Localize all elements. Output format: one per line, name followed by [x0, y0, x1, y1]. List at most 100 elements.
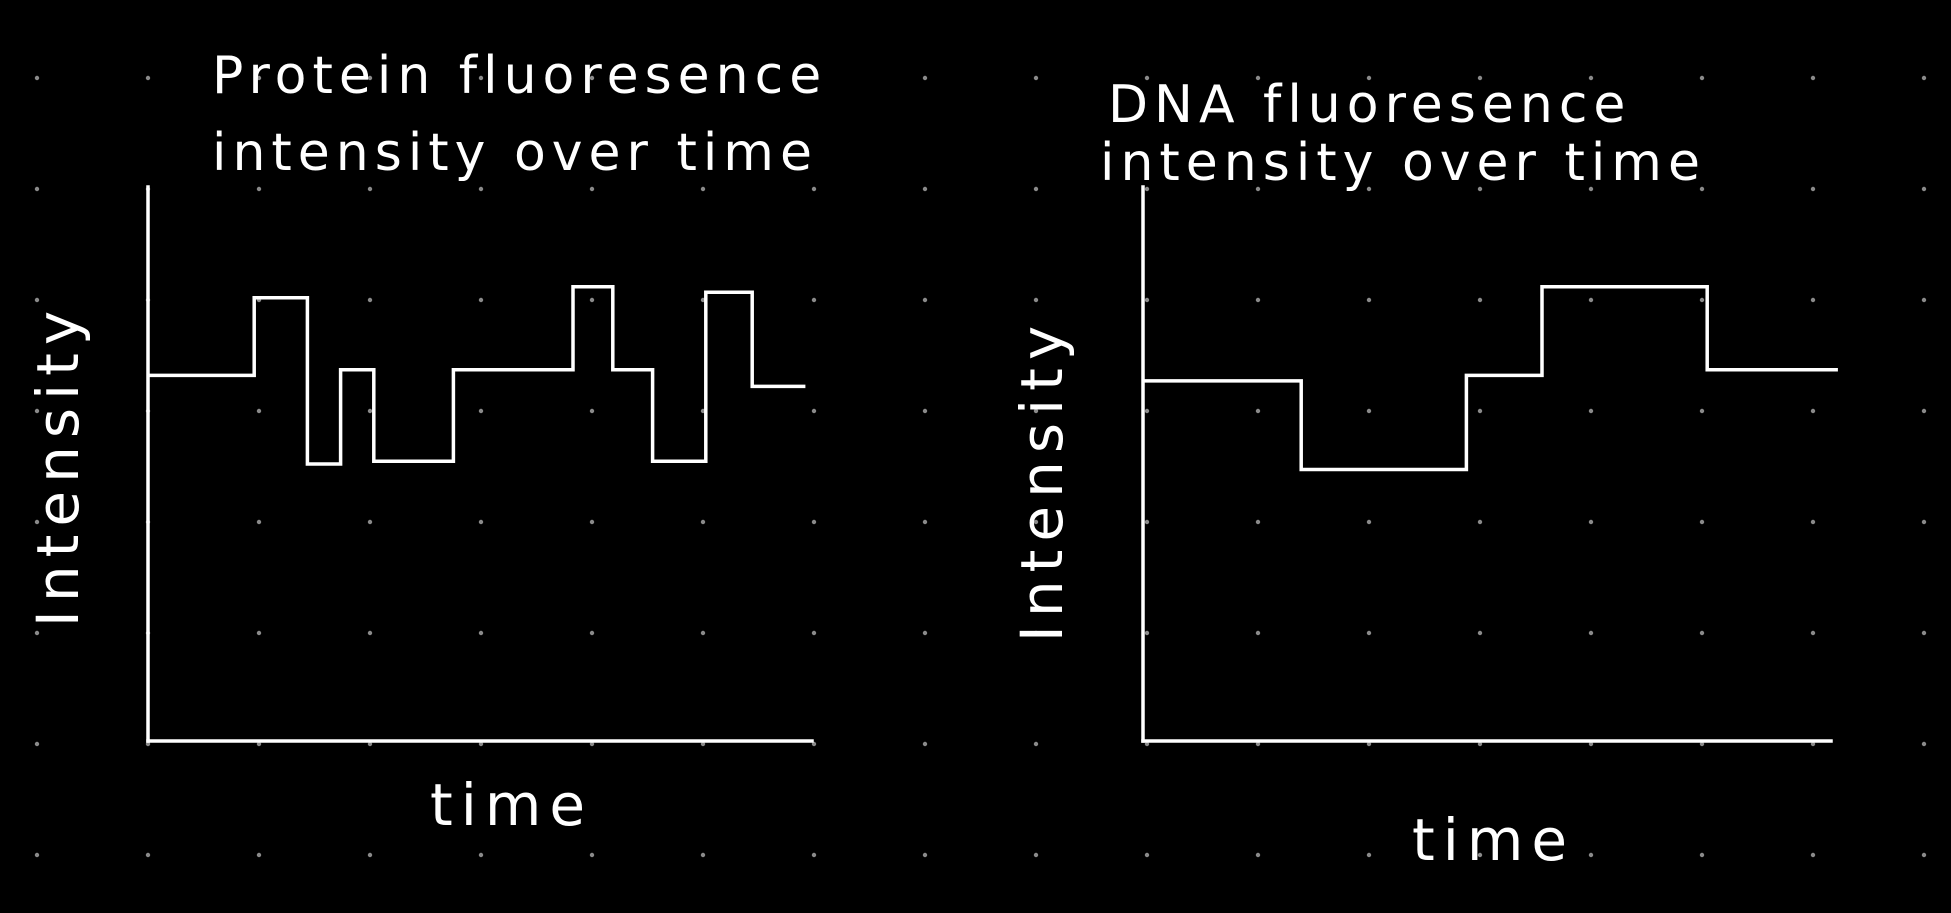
grid-dot — [1144, 630, 1150, 636]
grid-dot — [1255, 852, 1261, 858]
grid-dot — [1921, 852, 1927, 858]
grid-dot — [1921, 186, 1927, 192]
grid-dot — [34, 186, 40, 192]
grid-dot — [1699, 408, 1705, 414]
grid-dot — [34, 519, 40, 525]
grid-dot — [700, 519, 706, 525]
grid-dot — [1477, 630, 1483, 636]
grid-dot — [1144, 408, 1150, 414]
grid-dot — [34, 408, 40, 414]
grid-dot — [811, 75, 817, 81]
grid-dot — [1144, 519, 1150, 525]
grid-dot — [34, 75, 40, 81]
grid-dot — [367, 852, 373, 858]
grid-dot — [256, 75, 262, 81]
grid-dot — [256, 408, 262, 414]
grid-dot — [34, 297, 40, 303]
grid-dot — [1477, 297, 1483, 303]
grid-dot — [1477, 186, 1483, 192]
grid-dot — [256, 852, 262, 858]
grid-dot — [1588, 852, 1594, 858]
grid-dot — [1810, 75, 1816, 81]
grid-dot — [811, 186, 817, 192]
chart-title-line-2: intensity over time — [1100, 133, 1706, 193]
grid-dot — [478, 741, 484, 747]
grid-dot — [811, 741, 817, 747]
grid-dot — [367, 297, 373, 303]
grid-dot — [1921, 75, 1927, 81]
x-axis-label: time — [1412, 806, 1575, 874]
grid-dot — [1477, 741, 1483, 747]
grid-dot — [1588, 630, 1594, 636]
grid-dot — [367, 75, 373, 81]
grid-dot — [811, 519, 817, 525]
grid-dot — [1144, 297, 1150, 303]
grid-dot — [922, 408, 928, 414]
grid-dot — [1588, 519, 1594, 525]
grid-dot — [367, 408, 373, 414]
grid-dot — [256, 741, 262, 747]
grid-dot — [589, 741, 595, 747]
grid-dot — [1033, 408, 1039, 414]
grid-dot — [1588, 408, 1594, 414]
grid-dot — [1366, 297, 1372, 303]
grid-dot — [811, 297, 817, 303]
grid-dot — [1699, 519, 1705, 525]
y-axis-label: Intensity — [1008, 318, 1076, 642]
grid-dot — [1366, 519, 1372, 525]
chart-title-line-1: DNA fluoresence — [1108, 75, 1631, 135]
grid-dot — [589, 186, 595, 192]
grid-dot — [1699, 75, 1705, 81]
grid-dot — [1366, 186, 1372, 192]
grid-dot — [34, 630, 40, 636]
grid-dot — [700, 852, 706, 858]
grid-dot — [1699, 741, 1705, 747]
grid-dot — [922, 297, 928, 303]
grid-dot — [1477, 75, 1483, 81]
grid-dot — [1921, 408, 1927, 414]
grid-dot — [1366, 630, 1372, 636]
grid-dot — [1033, 741, 1039, 747]
grid-dot — [478, 519, 484, 525]
grid-dot — [1033, 75, 1039, 81]
grid-dot — [589, 519, 595, 525]
grid-dot — [478, 630, 484, 636]
grid-dot — [1255, 297, 1261, 303]
grid-dot — [367, 186, 373, 192]
grid-dot — [1477, 408, 1483, 414]
grid-dot — [1144, 186, 1150, 192]
grid-dot — [1366, 75, 1372, 81]
protein-fluorescence-chart: Protein fluoresence intensity over time … — [24, 46, 821, 839]
grid-dot — [1144, 852, 1150, 858]
grid-dot — [1810, 519, 1816, 525]
grid-dot — [1033, 297, 1039, 303]
grid-dot — [34, 741, 40, 747]
grid-dot — [1810, 297, 1816, 303]
grid-dot — [922, 741, 928, 747]
grid-dot — [256, 630, 262, 636]
grid-dot — [1255, 741, 1261, 747]
grid-dot — [367, 741, 373, 747]
grid-dot — [1255, 519, 1261, 525]
grid-dot — [1588, 741, 1594, 747]
x-axis-label: time — [430, 771, 593, 839]
grid-dot — [811, 408, 817, 414]
grid-dot — [811, 630, 817, 636]
grid-dot — [1810, 852, 1816, 858]
grid-dot — [478, 186, 484, 192]
grid-dot — [700, 186, 706, 192]
grid-dot — [1588, 297, 1594, 303]
grid-dot — [1921, 297, 1927, 303]
grid-dot — [1255, 75, 1261, 81]
grid-dot — [1255, 630, 1261, 636]
grid-dot — [478, 408, 484, 414]
grid-dot — [367, 630, 373, 636]
grid-dot — [922, 852, 928, 858]
grid-dot — [478, 852, 484, 858]
grid-dot — [1699, 852, 1705, 858]
grid-dot — [145, 75, 151, 81]
grid-dot — [922, 186, 928, 192]
grid-dot — [589, 408, 595, 414]
grid-dot — [1366, 408, 1372, 414]
